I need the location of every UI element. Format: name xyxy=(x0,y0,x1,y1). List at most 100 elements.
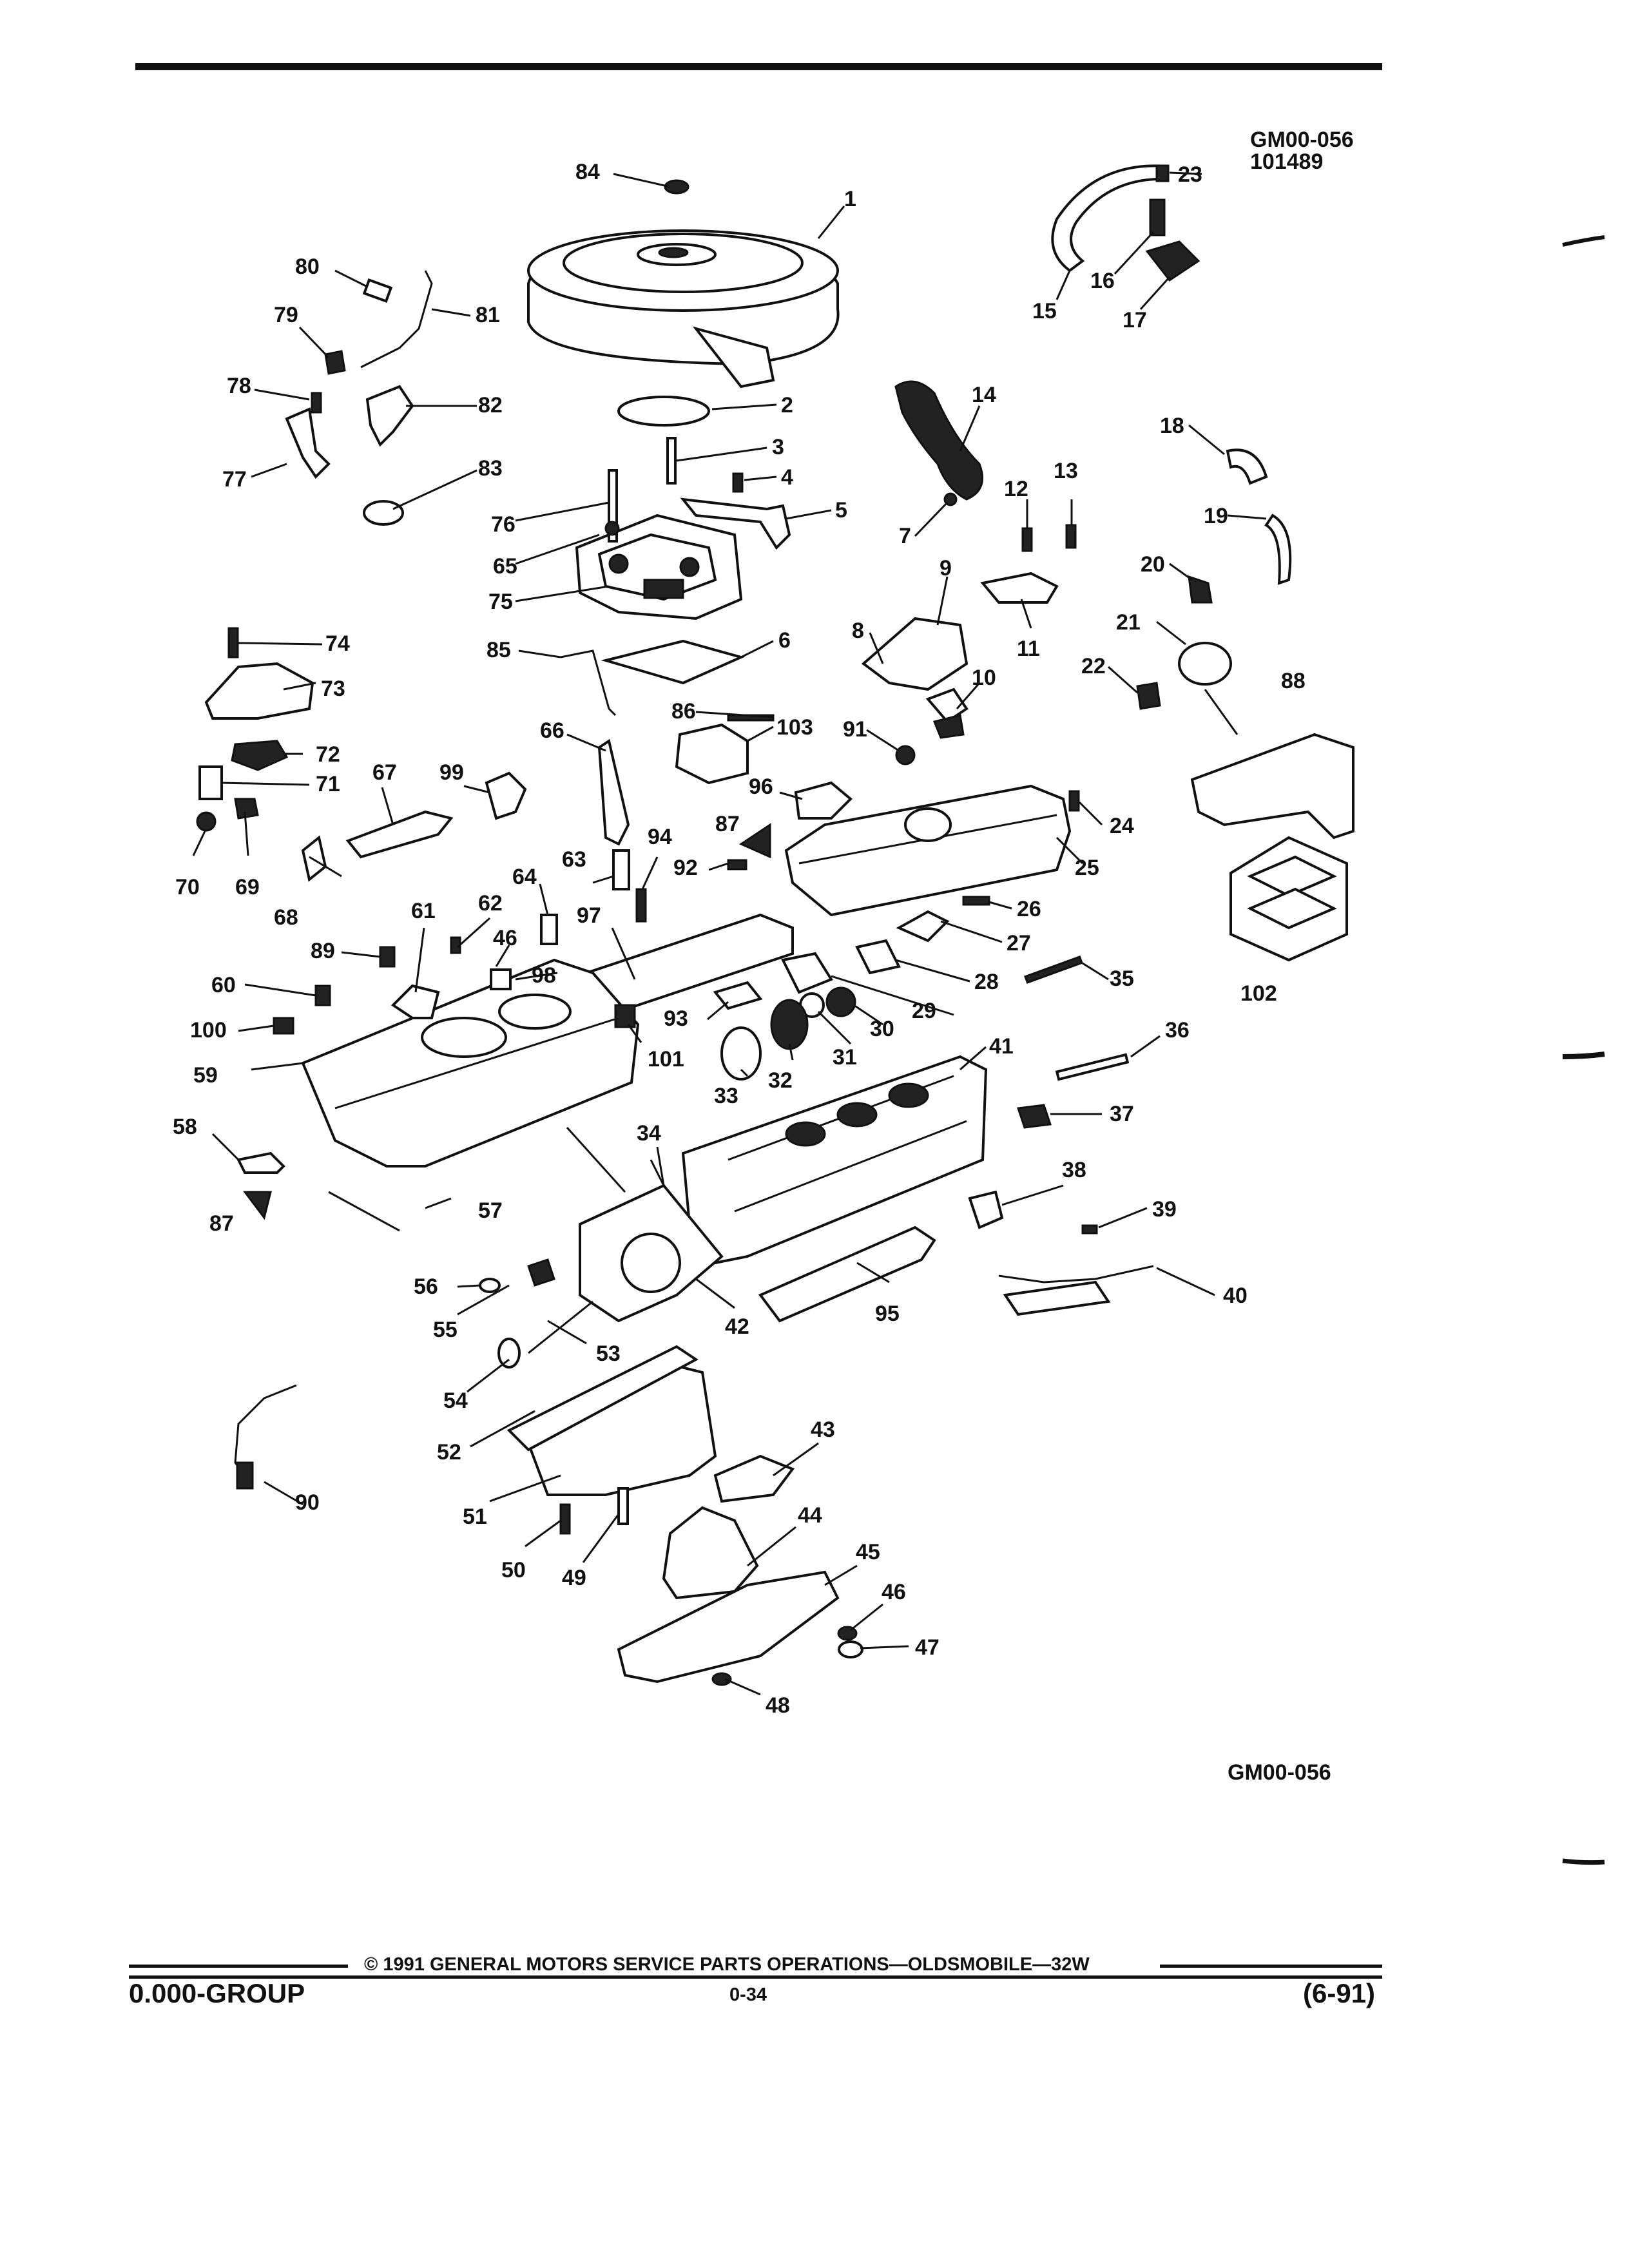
washer-70 xyxy=(196,811,217,832)
callout-90: 90 xyxy=(295,1490,320,1515)
callout-72: 72 xyxy=(316,742,340,767)
callout-98: 98 xyxy=(532,963,556,988)
callout-76: 76 xyxy=(491,512,516,537)
callout-27: 27 xyxy=(1007,931,1031,956)
bracket-61 xyxy=(390,984,440,1019)
callout-79: 79 xyxy=(274,303,298,327)
sensor-64 xyxy=(540,914,558,945)
callout-31: 31 xyxy=(833,1045,857,1070)
direction-arrow-87-upper xyxy=(738,823,771,859)
control-module-102 xyxy=(1229,836,1348,962)
callout-56: 56 xyxy=(414,1274,438,1299)
washer-54 xyxy=(497,1338,521,1369)
sensor-38 xyxy=(968,1190,1004,1229)
callout-103: 103 xyxy=(776,715,813,740)
footer-copyright: © 1991 GENERAL MOTORS SERVICE PARTS OPER… xyxy=(364,1954,1090,1975)
callout-62: 62 xyxy=(478,891,503,916)
callout-67: 67 xyxy=(372,760,397,785)
bracket-77 xyxy=(285,407,331,479)
throttle-body xyxy=(575,469,743,620)
fitting-55 xyxy=(527,1258,555,1287)
callout-84: 84 xyxy=(575,160,600,184)
callout-58: 58 xyxy=(173,1115,197,1139)
callout-101: 101 xyxy=(648,1047,684,1072)
callout-21: 21 xyxy=(1116,610,1141,635)
thermostat-housing-73 xyxy=(204,662,314,720)
callout-48: 48 xyxy=(766,1693,790,1718)
callout-46a: 46 xyxy=(882,1580,906,1604)
callout-42: 42 xyxy=(725,1314,749,1339)
oxygen-sensor-body xyxy=(236,1461,254,1490)
bolt-78 xyxy=(311,392,322,414)
tube-40 xyxy=(998,1265,1154,1283)
screw-4 xyxy=(732,472,744,493)
bracket-66 xyxy=(597,738,630,846)
plug-92 xyxy=(727,859,747,870)
callout-50: 50 xyxy=(501,1558,526,1582)
clip-7 xyxy=(943,492,958,506)
retainer-28 xyxy=(855,939,901,975)
retainer-29 xyxy=(781,952,833,994)
cap-21 xyxy=(1178,642,1232,686)
callout-54: 54 xyxy=(443,1389,468,1413)
callout-46b: 46 xyxy=(493,926,517,950)
bolt-12 xyxy=(1021,527,1033,552)
callout-4: 4 xyxy=(781,465,793,490)
callout-80: 80 xyxy=(295,255,320,279)
callout-95: 95 xyxy=(875,1302,900,1326)
pcv-hose xyxy=(894,380,983,501)
callout-82: 82 xyxy=(478,393,503,418)
callout-52: 52 xyxy=(437,1440,461,1465)
scan-mark-2 xyxy=(1562,1052,1605,1059)
spring-33 xyxy=(720,1026,762,1081)
callout-8: 8 xyxy=(852,619,864,643)
bracket-96 xyxy=(794,781,853,820)
tube-81 xyxy=(360,270,433,369)
callout-77: 77 xyxy=(222,467,247,492)
heat-shield-88 xyxy=(1190,733,1354,840)
hose-19 xyxy=(1264,514,1292,585)
callout-29: 29 xyxy=(912,999,936,1023)
bolt-24 xyxy=(1068,790,1080,812)
clip-22 xyxy=(1136,682,1161,710)
callout-64: 64 xyxy=(512,865,537,889)
intake-gasket-57b xyxy=(566,1126,626,1193)
seal-30 xyxy=(825,986,856,1017)
callout-14: 14 xyxy=(972,383,996,407)
air-cleaner-gasket xyxy=(617,396,710,427)
callout-36: 36 xyxy=(1165,1018,1190,1043)
footer-rule-right xyxy=(1160,1965,1382,1968)
grommet-17 xyxy=(1145,240,1200,282)
nut-76 xyxy=(604,521,620,536)
nut-91 xyxy=(895,745,916,765)
rocker-27 xyxy=(896,910,950,943)
callout-32: 32 xyxy=(768,1068,793,1093)
sensor-37 xyxy=(1016,1104,1052,1129)
callout-83: 83 xyxy=(478,456,503,481)
callout-96: 96 xyxy=(749,774,773,799)
air-cleaner xyxy=(527,229,840,389)
valve-cover xyxy=(784,784,1072,917)
figure-code: GM00-056 xyxy=(1250,128,1354,152)
gasket-52 xyxy=(506,1345,699,1452)
callout-57: 57 xyxy=(478,1198,503,1223)
bolt-36 xyxy=(1055,1053,1130,1081)
callout-45: 45 xyxy=(856,1540,880,1564)
callout-59: 59 xyxy=(193,1063,218,1088)
tube-58 xyxy=(236,1151,285,1174)
callout-22: 22 xyxy=(1081,654,1106,678)
callout-38: 38 xyxy=(1062,1158,1086,1182)
clamp-23 xyxy=(1155,164,1170,182)
bolt-74 xyxy=(227,627,239,658)
callout-40: 40 xyxy=(1223,1283,1248,1308)
callout-17: 17 xyxy=(1123,308,1147,332)
callout-88: 88 xyxy=(1281,669,1306,693)
callout-25: 25 xyxy=(1075,856,1099,880)
spring-32 xyxy=(770,999,809,1050)
scan-mark-3 xyxy=(1562,1858,1605,1865)
callout-49: 49 xyxy=(562,1566,586,1590)
callout-16: 16 xyxy=(1090,269,1115,293)
callout-9: 9 xyxy=(940,556,952,581)
callout-26: 26 xyxy=(1017,897,1041,921)
callout-81: 81 xyxy=(476,303,500,327)
